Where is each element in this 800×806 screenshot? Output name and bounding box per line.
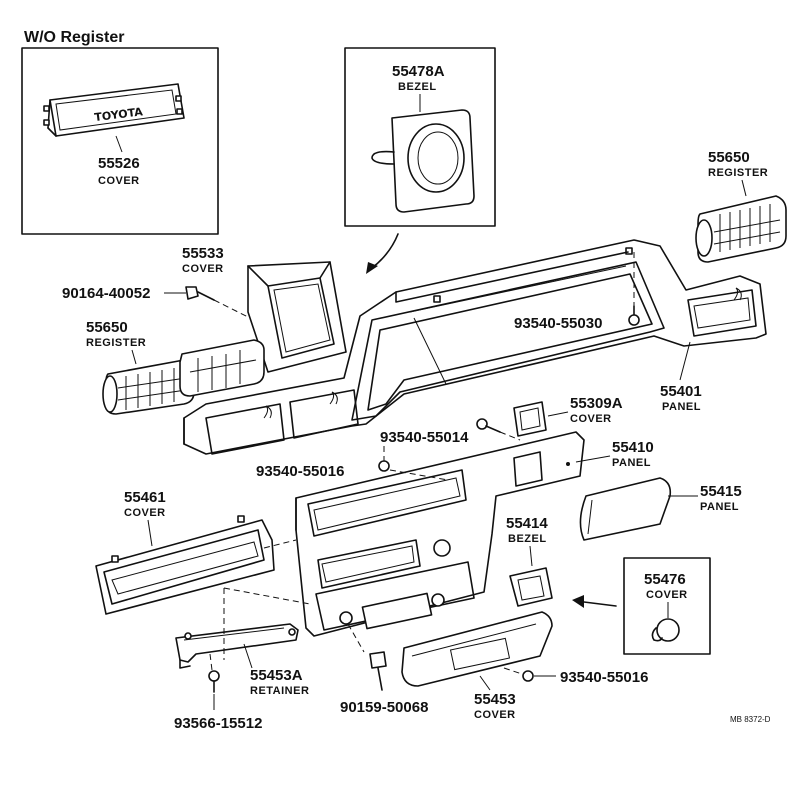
- diagram-reference: MB 8372-D: [730, 715, 771, 724]
- retainer-55453a: 55453A RETAINER: [175, 587, 311, 697]
- bezel-55414: 55414 BEZEL: [506, 515, 553, 607]
- inset-55476-frame: [623, 557, 711, 655]
- part-number-93540-55030: 93540-55030: [514, 315, 602, 332]
- part-number-55476: 55476: [644, 571, 686, 588]
- inset-title: W/O Register: [24, 29, 124, 46]
- register-left: 55650 REGISTER: [86, 319, 265, 415]
- register-right: 55650 REGISTER: [695, 149, 787, 263]
- part-name-55309a: COVER: [570, 413, 612, 425]
- part-name-55414: BEZEL: [508, 533, 547, 545]
- part-number-55414: 55414: [506, 515, 548, 532]
- part-number-55526: 55526: [98, 155, 140, 172]
- inset-55476-arrow: [572, 595, 584, 608]
- part-number-55410: 55410: [612, 439, 654, 456]
- part-number-55650-right: 55650: [708, 149, 750, 166]
- inset-without-register: W/O Register TOYOTA 55526 COVER: [21, 29, 219, 235]
- bezel-55478a-drawing: [371, 109, 475, 213]
- bolt-90164: 90164-40052: [62, 285, 251, 319]
- bolt-90159: 90159-50068: [340, 623, 428, 716]
- screw-93566: 93566-15512: [174, 653, 262, 732]
- screw-93540-55016-bottom: 93540-55016: [503, 667, 648, 686]
- part-number-93540-55014: 93540-55014: [380, 429, 469, 446]
- part-number-55453: 55453: [474, 691, 516, 708]
- part-number-55650-left: 55650: [86, 319, 128, 336]
- part-name-55650-right: REGISTER: [708, 167, 768, 179]
- cover-55533: 55533 COVER: [182, 245, 347, 373]
- part-name-55526: COVER: [98, 175, 140, 187]
- inset-frame: [21, 47, 219, 235]
- part-name-55533: COVER: [182, 263, 224, 275]
- toyota-logo-text: TOYOTA: [94, 105, 144, 124]
- inset-bezel-frame: [344, 47, 496, 227]
- cover-55461: 55461 COVER: [95, 489, 297, 615]
- part-number-55461: 55461: [124, 489, 166, 506]
- part-number-55401: 55401: [660, 383, 702, 400]
- part-number-93540-55016-bottom: 93540-55016: [560, 669, 648, 686]
- assembly-arrow: [371, 233, 399, 269]
- screw-93540-55030: 93540-55030: [514, 252, 640, 332]
- part-number-93540-55016-top: 93540-55016: [256, 463, 344, 480]
- panel-55401-drawing: 55401 PANEL: [183, 239, 767, 455]
- part-name-55415: PANEL: [700, 501, 739, 513]
- part-number-90164: 90164-40052: [62, 285, 150, 302]
- assembly-arrow-head: [366, 262, 378, 274]
- cover-55453: 55453 COVER: [401, 611, 553, 721]
- part-number-55415: 55415: [700, 483, 742, 500]
- inset-bezel: 55478A BEZEL: [344, 47, 496, 274]
- screw-93540-55016-top: 93540-55016: [256, 446, 449, 481]
- part-name-55650-left: REGISTER: [86, 337, 146, 349]
- part-name-55401: PANEL: [662, 401, 701, 413]
- part-number-90159: 90159-50068: [340, 699, 428, 716]
- part-name-55478a: BEZEL: [398, 81, 437, 93]
- part-number-55453a: 55453A: [250, 667, 303, 684]
- inset-cover-55476: 55476 COVER: [572, 557, 711, 655]
- panel-55415: 55415 PANEL: [579, 477, 742, 541]
- part-number-93566: 93566-15512: [174, 715, 262, 732]
- part-number-55478a: 55478A: [392, 63, 445, 80]
- part-name-55410: PANEL: [612, 457, 651, 469]
- part-name-55453: COVER: [474, 709, 516, 721]
- part-number-55309a: 55309A: [570, 395, 623, 412]
- part-number-55533: 55533: [182, 245, 224, 262]
- panel-55410-drawing: 55410 PANEL: [295, 431, 654, 637]
- part-name-55476: COVER: [646, 589, 688, 601]
- cover-55309a: 55309A COVER: [513, 395, 623, 437]
- cover-55526-drawing: TOYOTA: [43, 83, 185, 153]
- screw-93540-55014: 93540-55014: [380, 418, 521, 446]
- part-name-55461: COVER: [124, 507, 166, 519]
- part-name-55453a: RETAINER: [250, 685, 309, 697]
